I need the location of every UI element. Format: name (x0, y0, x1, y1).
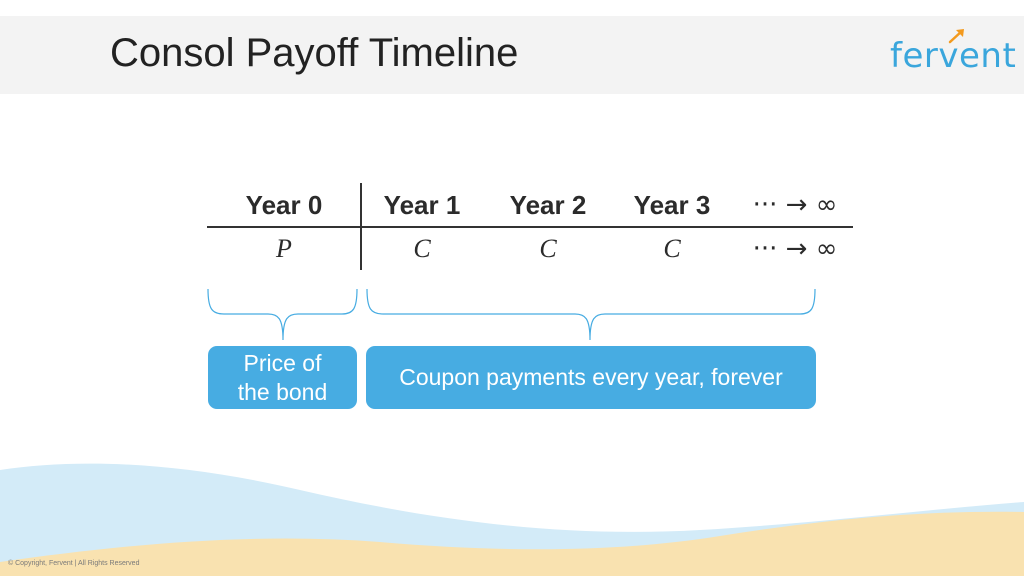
brackets (207, 288, 816, 341)
fervent-logo-text: fervent (890, 36, 1017, 76)
coupon-payments-box: Coupon payments every year, forever (366, 346, 816, 409)
table-horizontal-rule (207, 226, 853, 228)
header-year-2: Year 2 (509, 190, 587, 220)
copyright-text: © Copyright, Fervent | All Rights Reserv… (8, 560, 140, 567)
coupon-bracket (366, 288, 816, 341)
price-bracket (207, 288, 358, 341)
header-year-0: Year 0 (245, 190, 323, 220)
decorative-waves (0, 463, 1024, 576)
header-infinity: ··· → ∞ (752, 190, 838, 220)
logo-arrow-icon (948, 29, 964, 44)
coupon-box-label: Coupon payments every year, forever (399, 364, 783, 390)
price-box-line-1: Price of (243, 349, 322, 376)
table-vertical-rule (360, 183, 362, 270)
header-year-3: Year 3 (633, 190, 711, 220)
slide-title: Consol Payoff Timeline (110, 31, 519, 75)
price-of-bond-box: Price of the bond (208, 346, 357, 409)
sand-wave (0, 511, 1024, 576)
price-box-line-2: the bond (237, 378, 328, 405)
value-coupon-2: C (539, 234, 557, 263)
value-coupon-3: C (663, 234, 681, 263)
value-price: P (276, 234, 292, 263)
value-coupon-1: C (413, 234, 431, 263)
header-bar (0, 16, 1024, 94)
header-year-1: Year 1 (383, 190, 461, 220)
value-infinity: ··· → ∞ (752, 234, 838, 264)
